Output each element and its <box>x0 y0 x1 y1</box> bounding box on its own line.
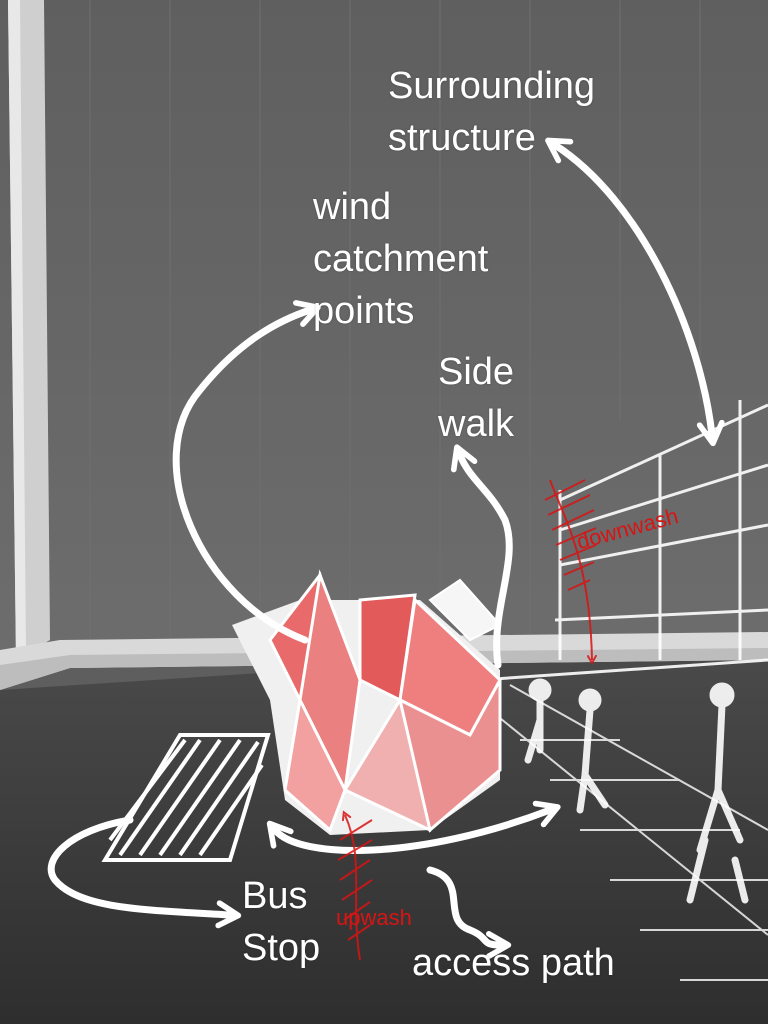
label-upwash: upwash <box>336 905 412 931</box>
label-bus-stop: Bus Stop <box>242 870 320 974</box>
label-wind-catchment-points: wind catchment points <box>313 181 488 337</box>
label-surrounding-structure: Surrounding structure <box>388 60 595 164</box>
label-access-path: access path <box>412 937 615 989</box>
label-side-walk: Side walk <box>438 346 514 450</box>
